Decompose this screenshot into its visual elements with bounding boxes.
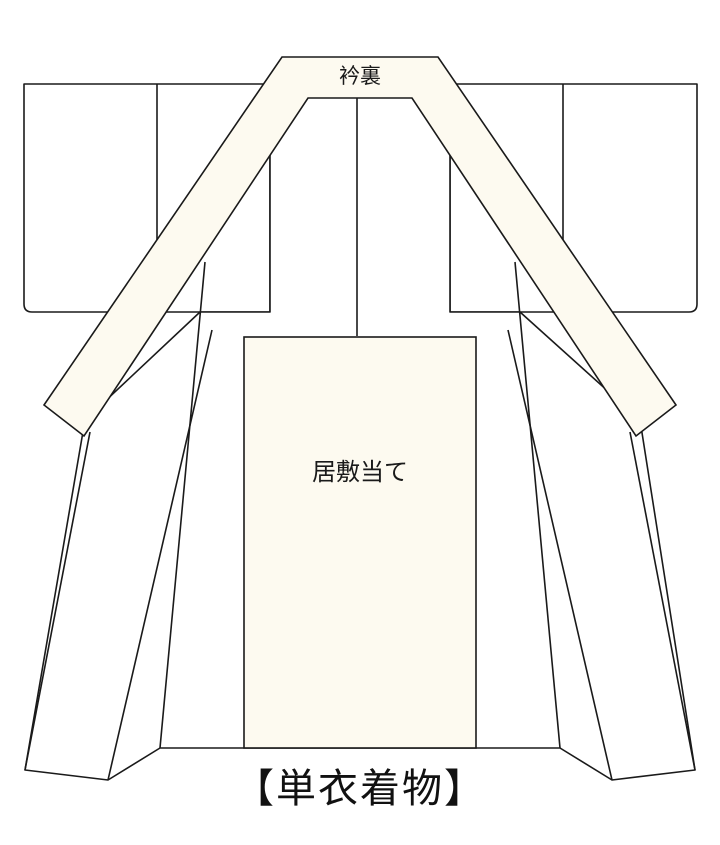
collar-lining-label: 衿裏	[339, 64, 381, 88]
diagram-caption: 【単衣着物】	[234, 766, 486, 812]
right-panel-edge-outer	[629, 431, 696, 771]
seat-patch	[243, 336, 477, 749]
left-panel-edge-inner	[159, 261, 206, 749]
right-sleeve	[449, 83, 698, 313]
collar-lining-band	[42, 56, 678, 438]
seat-patch-label: 居敷当て	[312, 458, 408, 486]
right-panel-fold	[507, 329, 613, 781]
left-sleeve	[23, 83, 271, 313]
left-panel-fold	[107, 329, 213, 781]
right-panel-edge-inner	[514, 261, 561, 749]
left-panel-edge-outer	[24, 431, 91, 771]
